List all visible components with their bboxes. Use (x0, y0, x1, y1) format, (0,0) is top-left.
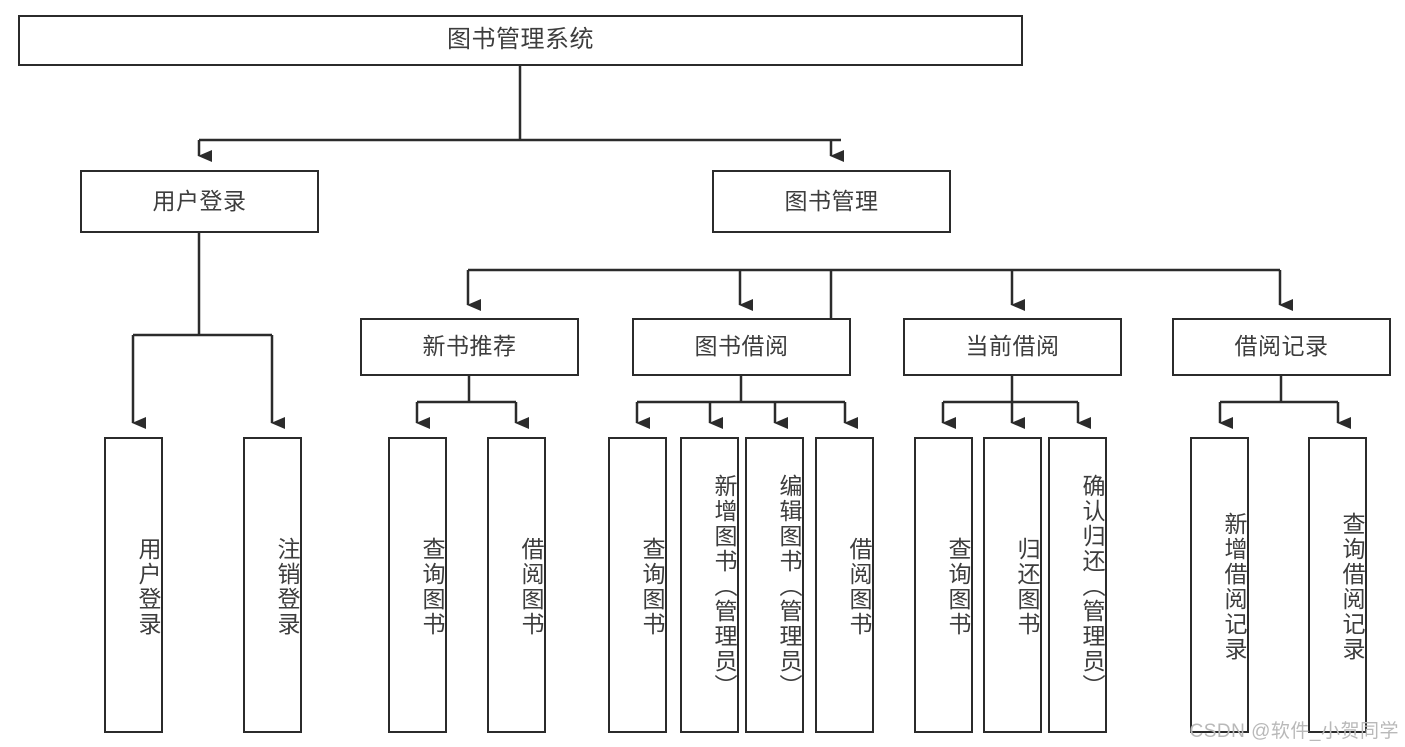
leaf-user-login-label: 用户登录 (135, 537, 161, 637)
leaf-br-query-record[interactable]: 查询借阅记录 (1308, 437, 1367, 733)
leaf-br-add-record[interactable]: 新增借阅记录 (1190, 437, 1249, 733)
leaf-cb-query-book[interactable]: 查询图书 (914, 437, 973, 733)
node-book-borrow[interactable]: 图书借阅 (632, 318, 851, 376)
node-user-login-label: 用户登录 (152, 187, 247, 214)
leaf-cb-return-book-label: 归还图书 (1014, 537, 1040, 637)
leaf-bb-borrow-book-label: 借阅图书 (846, 537, 872, 637)
node-book-borrow-label: 图书借阅 (694, 333, 789, 360)
leaf-cb-confirm-return[interactable]: 确认归还（管理员） (1048, 437, 1107, 733)
leaf-user-login[interactable]: 用户登录 (104, 437, 163, 733)
leaf-bb-add-book[interactable]: 新增图书（管理员） (680, 437, 739, 733)
leaf-bb-borrow-book[interactable]: 借阅图书 (815, 437, 874, 733)
node-borrow-records-label: 借阅记录 (1234, 333, 1329, 360)
leaf-bb-query-book-label: 查询图书 (639, 537, 665, 637)
node-new-books-label: 新书推荐 (422, 333, 517, 360)
node-root-label: 图书管理系统 (447, 26, 594, 54)
leaf-bb-edit-book-label: 编辑图书（管理员） (776, 473, 802, 699)
node-book-manage[interactable]: 图书管理 (712, 170, 951, 233)
leaf-bb-edit-book[interactable]: 编辑图书（管理员） (745, 437, 804, 733)
leaf-br-add-record-label: 新增借阅记录 (1221, 512, 1247, 662)
node-root[interactable]: 图书管理系统 (18, 15, 1023, 66)
watermark: CSDN @软件_小贺同学 (1189, 721, 1399, 742)
leaf-br-query-record-label: 查询借阅记录 (1339, 512, 1365, 662)
leaf-nb-query-book-label: 查询图书 (419, 537, 445, 637)
leaf-nb-query-book[interactable]: 查询图书 (388, 437, 447, 733)
node-current-borrow-label: 当前借阅 (965, 333, 1060, 360)
leaf-logout-label: 注销登录 (274, 537, 300, 637)
leaf-cb-confirm-return-label: 确认归还（管理员） (1079, 473, 1105, 699)
node-new-books[interactable]: 新书推荐 (360, 318, 579, 376)
node-book-manage-label: 图书管理 (784, 187, 879, 214)
leaf-bb-query-book[interactable]: 查询图书 (608, 437, 667, 733)
node-user-login[interactable]: 用户登录 (80, 170, 319, 233)
leaf-logout[interactable]: 注销登录 (243, 437, 302, 733)
leaf-nb-borrow-book-label: 借阅图书 (518, 537, 544, 637)
leaf-nb-borrow-book[interactable]: 借阅图书 (487, 437, 546, 733)
leaf-cb-query-book-label: 查询图书 (945, 537, 971, 637)
node-borrow-records[interactable]: 借阅记录 (1172, 318, 1391, 376)
node-current-borrow[interactable]: 当前借阅 (903, 318, 1122, 376)
leaf-cb-return-book[interactable]: 归还图书 (983, 437, 1042, 733)
leaf-bb-add-book-label: 新增图书（管理员） (711, 473, 737, 699)
